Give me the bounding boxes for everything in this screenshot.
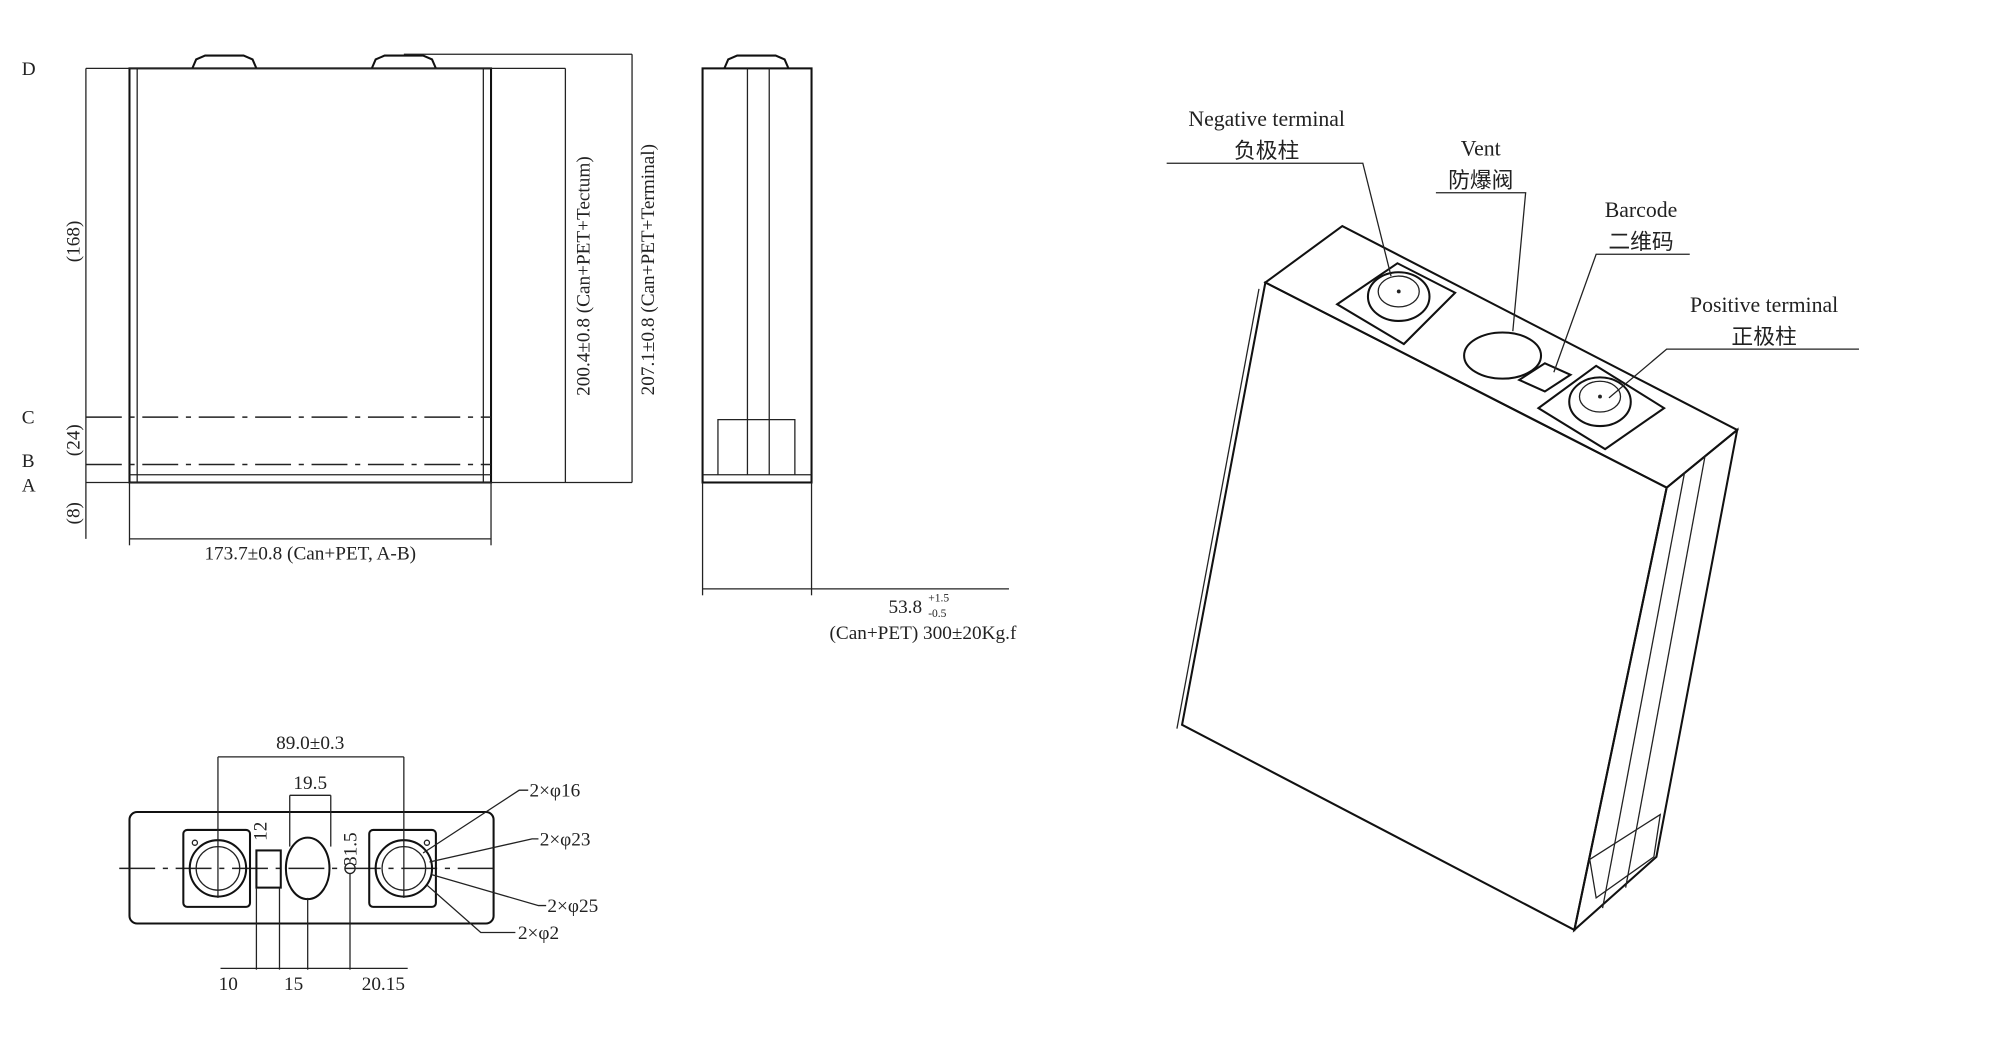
cell-body-front	[128, 67, 493, 484]
cell-body-side	[701, 67, 813, 484]
iso-barcode	[1517, 362, 1573, 393]
row-label-a: A	[22, 475, 36, 496]
dim-24: (24)	[63, 424, 84, 456]
positive-terminal-top	[368, 828, 437, 908]
label-barcode-en: Barcode	[1605, 198, 1678, 222]
negative-terminal-top	[182, 828, 252, 908]
thickness-tol-lower: -0.5	[928, 608, 946, 620]
iso-positive-terminal	[1536, 364, 1666, 451]
iso-negative-terminal	[1335, 262, 1457, 346]
top-view: 89.0±0.3 19.5 12 31.5 10 15 20.15 2×φ16 …	[119, 733, 598, 995]
callout-phi25: 2×φ25	[547, 896, 598, 917]
width-dim: 173.7±0.8 (Can+PET, A-B)	[204, 543, 416, 564]
thickness-tol-upper: +1.5	[928, 593, 949, 605]
label-positive-en: Positive terminal	[1690, 293, 1838, 317]
iso-top-face	[1263, 224, 1740, 489]
terminal-spacing-dim: 89.0±0.3	[276, 733, 344, 754]
label-vent-en: Vent	[1461, 137, 1501, 161]
label-vent-cn: 防爆阀	[1448, 169, 1513, 193]
dim-168: (168)	[63, 221, 84, 263]
bottom-dim-15: 15	[284, 974, 303, 995]
vent-width-dim: 19.5	[293, 773, 327, 794]
iso-side-face	[1572, 427, 1739, 933]
label-negative-cn: 负极柱	[1234, 139, 1299, 163]
isometric-view: Negative terminal 负极柱 Vent 防爆阀 Barcode 二…	[1166, 107, 1859, 933]
thickness-dim: 53.8	[888, 597, 922, 618]
bottom-dim-10: 10	[219, 974, 238, 995]
negative-terminal	[191, 54, 258, 69]
callout-phi2: 2×φ2	[518, 923, 559, 944]
height-terminal-dim: 207.1±0.8 (Can+PET+Terminal)	[638, 144, 659, 395]
vent-height-dim: 31.5	[340, 832, 361, 866]
barcode-dim: 12	[251, 822, 272, 841]
label-barcode-cn: 二维码	[1608, 230, 1673, 254]
side-view: 53.8 +1.5 -0.5 (Can+PET) 300±20Kg.f	[701, 54, 1017, 644]
callout-phi23: 2×φ23	[540, 829, 591, 850]
front-view: D C B A (168) (24) (8) 200.4±0.8 (Can+PE…	[22, 53, 659, 564]
positive-terminal	[370, 54, 437, 69]
height-tectum-dim: 200.4±0.8 (Can+PET+Tectum)	[574, 156, 595, 396]
side-terminal	[723, 54, 790, 69]
force-note: (Can+PET) 300±20Kg.f	[829, 623, 1016, 644]
label-positive-cn: 正极柱	[1731, 325, 1796, 349]
row-label-b: B	[22, 451, 35, 472]
callout-phi16: 2×φ16	[529, 781, 580, 802]
row-label-c: C	[22, 408, 35, 429]
iso-vent	[1463, 331, 1543, 380]
bottom-dim-20-15: 20.15	[362, 974, 405, 995]
barcode-top	[255, 849, 282, 889]
dim-8: (8)	[63, 502, 84, 524]
label-negative-en: Negative terminal	[1188, 107, 1345, 131]
row-label-d: D	[22, 59, 36, 80]
